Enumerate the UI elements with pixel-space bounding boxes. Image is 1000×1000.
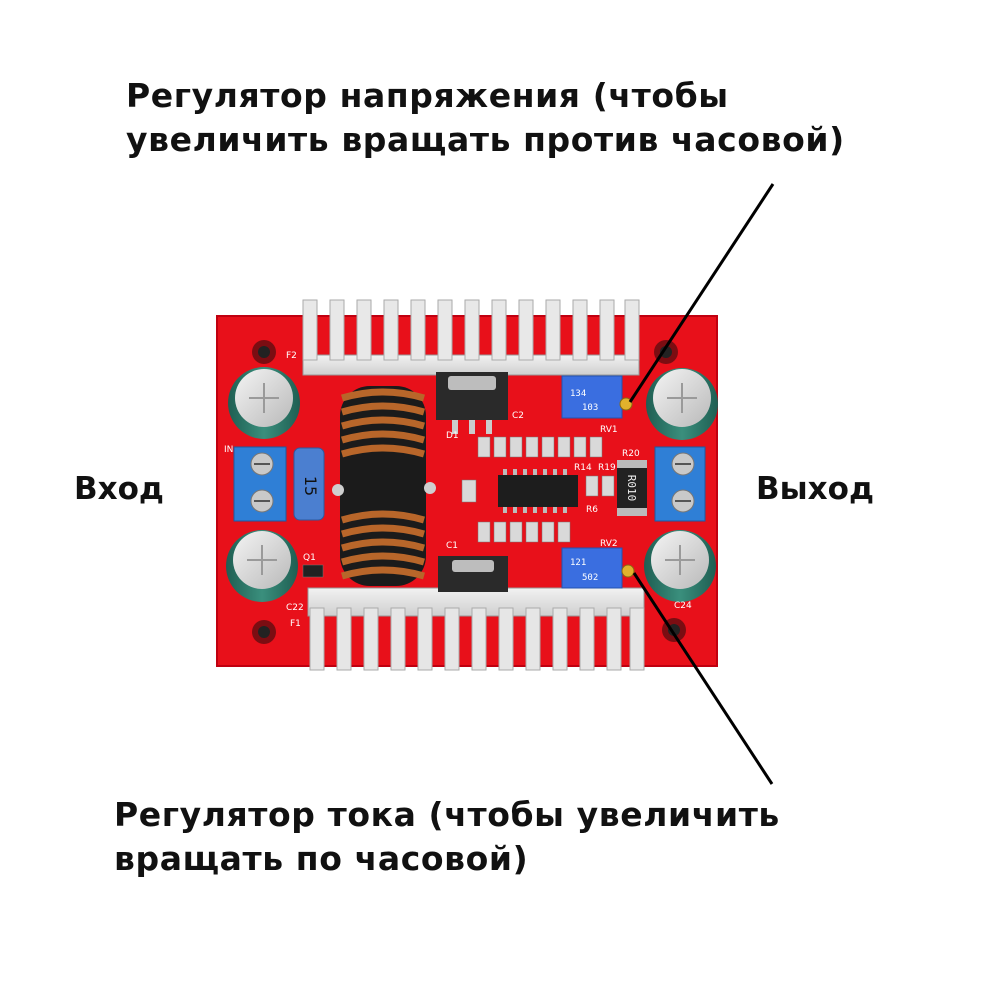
current-annotation-line-2: вращать по часовой) (114, 839, 529, 878)
silk-d1: D1 (446, 431, 459, 441)
bottom-heatsink (307, 587, 645, 671)
current-regulator-annotation: Регулятор тока (чтобы увеличить вращать … (114, 793, 780, 881)
silk-c22: C22 (286, 603, 304, 613)
silk-c2: C2 (512, 411, 524, 421)
current-pointer-line (632, 572, 774, 785)
voltage-regulator-annotation: Регулятор напряжения (чтобы увеличить вр… (126, 74, 845, 162)
capacitor-bottom-right (644, 530, 716, 602)
capacitor-bottom-left (226, 530, 298, 602)
pot-top-code: 134 (570, 389, 586, 399)
silk-f1: F1 (290, 619, 301, 629)
shunt-resistor: R010 (617, 460, 647, 516)
silk-r14: R14 (574, 463, 592, 473)
mounting-holes (252, 340, 686, 644)
silk-c1: C1 (446, 541, 458, 551)
voltage-pointer-line (628, 183, 775, 403)
fuse-rating: 15 (301, 476, 320, 496)
capacitor-top-left (228, 367, 300, 439)
bottom-transistor (438, 556, 508, 592)
voltage-potentiometer: 134 103 RV1 (561, 375, 633, 435)
top-heatsink (302, 299, 640, 376)
silk-c24: C24 (674, 601, 692, 611)
silk-f2: F2 (286, 351, 297, 361)
output-label: Выход (756, 471, 874, 507)
voltage-annotation-line-1: Регулятор напряжения (чтобы (126, 76, 729, 115)
smd-components (302, 436, 615, 578)
pot-top-id: RV1 (600, 425, 618, 435)
silkscreen-labels: R14 R19 R20 R6 C1 C2 Q1 F1 F2 C22 C24 D1… (224, 351, 692, 629)
silk-q1: Q1 (303, 553, 316, 563)
pot-top-code-2: 103 (582, 403, 598, 413)
pot-bottom-code-2: 502 (582, 573, 598, 583)
input-label: Вход (74, 471, 164, 507)
silk-in: IN (224, 445, 233, 455)
output-terminal-block (654, 446, 706, 522)
current-annotation-line-1: Регулятор тока (чтобы увеличить (114, 795, 780, 834)
inductor-coil (332, 386, 436, 586)
input-terminal-block (233, 446, 287, 522)
silk-r19: R19 (598, 463, 616, 473)
current-potentiometer: 121 502 RV2 (561, 539, 635, 589)
pot-bottom-id: RV2 (600, 539, 618, 549)
silk-r6: R6 (586, 505, 598, 515)
ic-chip (498, 469, 578, 513)
shunt-resistor-marking: R010 (625, 475, 638, 502)
capacitor-top-right (646, 368, 718, 440)
top-transistor (436, 372, 508, 434)
blade-fuse: 15 (293, 447, 325, 521)
voltage-annotation-line-2: увеличить вращать против часовой) (126, 120, 845, 159)
silk-r20: R20 (622, 449, 640, 459)
pot-bottom-code: 121 (570, 558, 586, 568)
